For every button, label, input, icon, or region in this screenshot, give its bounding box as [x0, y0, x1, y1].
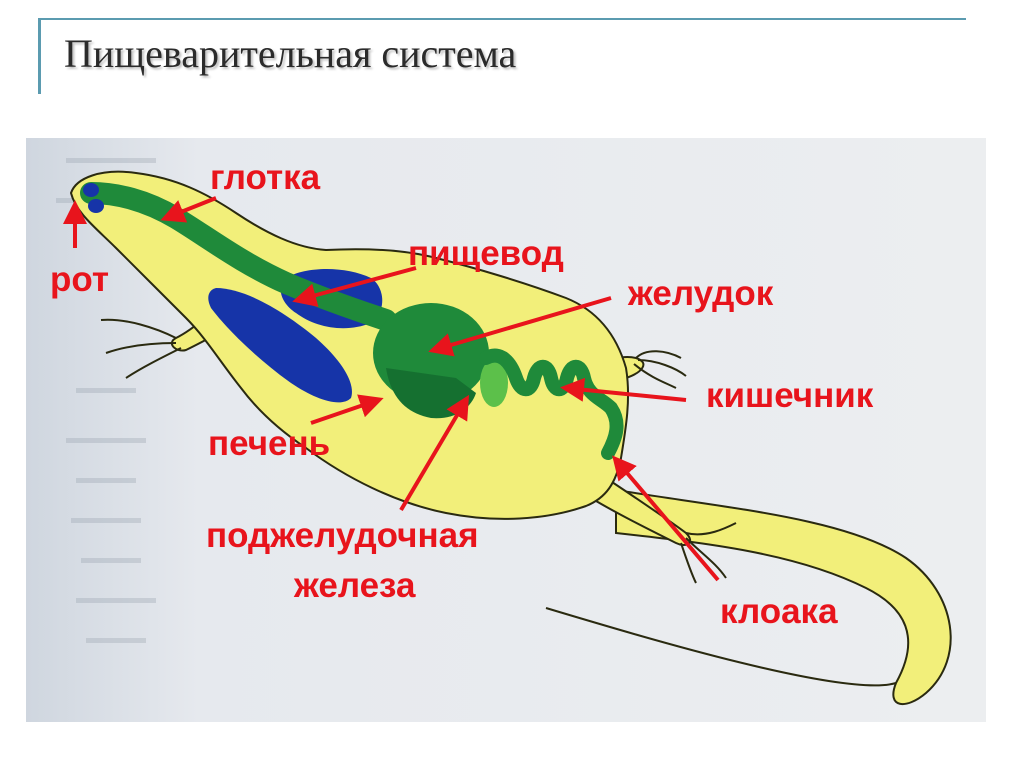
slide-title: Пищеварительная система	[64, 31, 517, 76]
lizard-left-hind-foot	[680, 522, 737, 584]
arrow-cloaca	[612, 455, 720, 582]
lizard-illustration	[26, 138, 986, 722]
label-mouth: рот	[50, 260, 110, 299]
arrow-intestine	[560, 377, 687, 402]
arrow-pharynx	[160, 196, 217, 223]
lizard-esophagus	[80, 182, 397, 331]
title-frame-top-line	[38, 18, 966, 20]
lizard-tail	[615, 488, 952, 706]
label-liver: печень	[208, 424, 331, 463]
lizard-mouth-dot-2	[88, 199, 104, 213]
lizard-tail-thin	[545, 607, 897, 687]
lizard-right-hind-foot	[633, 350, 687, 389]
lizard-intestine	[479, 348, 624, 460]
lizard-digestive-diagram: глотка рот пищевод желудок кишечник пече…	[26, 138, 986, 722]
arrow-pancreas	[399, 394, 470, 512]
lizard-liver	[208, 288, 352, 403]
label-pharynx: глотка	[210, 158, 321, 197]
label-cloaca: клоака	[720, 592, 838, 631]
lizard-front-right-foot	[100, 318, 182, 379]
label-pancreas-line2: железа	[294, 566, 416, 605]
label-pancreas-line1: поджелудочная	[206, 516, 479, 555]
arrow-liver	[310, 394, 384, 425]
lizard-pancreas	[480, 359, 508, 407]
label-intestine: кишечник	[706, 376, 874, 415]
label-stomach: желудок	[628, 274, 774, 313]
title-frame-left-line	[38, 18, 41, 94]
label-esophagus: пищевод	[408, 234, 564, 273]
arrow-esophagus	[292, 266, 417, 307]
arrow-stomach	[428, 296, 612, 357]
lizard-mouth-dot-1	[83, 183, 99, 197]
